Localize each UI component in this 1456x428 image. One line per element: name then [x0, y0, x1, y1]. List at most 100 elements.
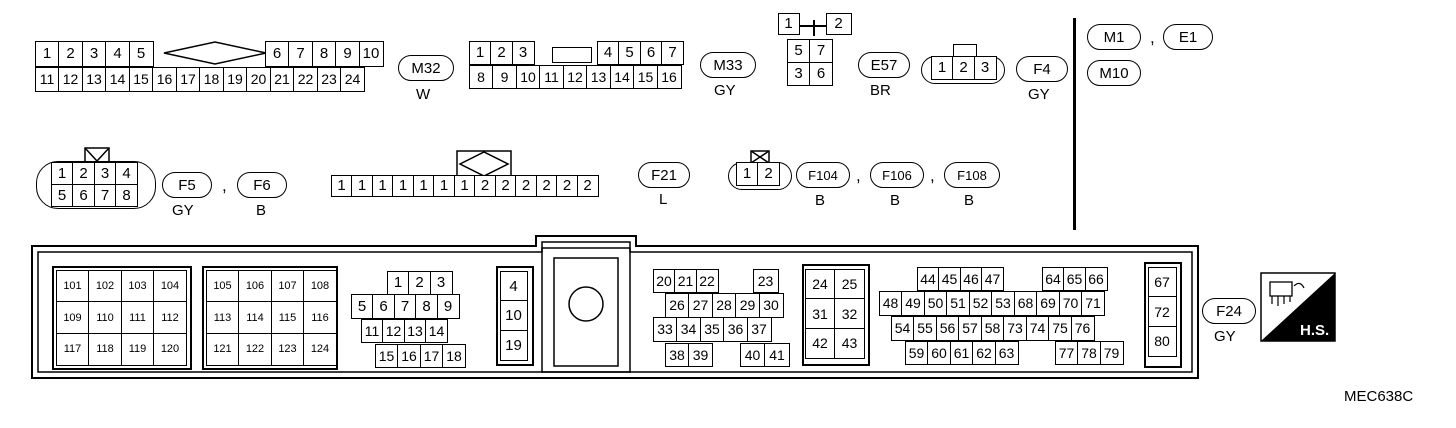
separator-comma: , [856, 166, 861, 185]
pin-cell: 2 [58, 40, 83, 67]
pin-cell: 1 [371, 174, 394, 197]
pin-cell: 8 [115, 183, 138, 207]
pin-cell: 5 [50, 183, 74, 207]
pin-cell: 55 [913, 315, 937, 341]
pin-cell: 109 [55, 301, 90, 334]
pin-cell: 108 [303, 269, 337, 303]
pin-cell: 7 [809, 38, 833, 63]
pin-cell: 101 [55, 269, 90, 303]
pin-cell: 71 [1081, 290, 1105, 316]
pin-cell: 29 [735, 292, 760, 318]
m32-label: M32 [398, 55, 454, 81]
m32-lock-tab [163, 41, 267, 65]
pin-cell: 9 [436, 293, 460, 319]
pin-cell: 1 [468, 40, 492, 65]
pin-cell: 112 [153, 301, 187, 334]
f21-lock-tab [456, 150, 512, 178]
pin-cell: 1 [386, 270, 410, 295]
pin-cell: 123 [270, 332, 305, 366]
pin-cell: 27 [688, 292, 713, 318]
pin-cell: 70 [1058, 290, 1083, 316]
pin-cell: 2 [535, 174, 558, 197]
pin-cell: 4 [596, 40, 620, 65]
pin-cell: 2 [494, 174, 517, 197]
pin-cell: 105 [205, 269, 240, 303]
f6-color: B [256, 202, 267, 219]
pin-cell: 18 [199, 66, 224, 92]
pin-row: 80 [1147, 325, 1177, 357]
pin-cell: 21 [674, 268, 697, 293]
pin-cell: 3 [511, 40, 535, 65]
pin-cell: 60 [927, 340, 951, 365]
pin-cell: 53 [991, 290, 1015, 316]
f21-label: F21 [638, 162, 690, 188]
pin-cell: 2 [72, 161, 95, 185]
pin-cell: 8 [311, 40, 337, 67]
pin-cell: 63 [994, 340, 1019, 365]
pin-cell: 78 [1077, 340, 1101, 365]
m33-label: M33 [700, 52, 756, 78]
pin-cell: 44 [916, 266, 940, 291]
hs-badge-text: H.S. [1300, 322, 1330, 339]
m32-color: W [416, 86, 431, 103]
pin-cell: 14 [105, 66, 130, 92]
f4-color: GY [1028, 86, 1050, 103]
ecm-block4-frame [496, 266, 534, 366]
pin-cell: 6 [639, 40, 663, 65]
pin-cell: 19 [222, 66, 248, 92]
pin-cell: 20 [246, 66, 271, 92]
pin-cell: 22 [695, 268, 719, 293]
pin-cell: 1 [412, 174, 435, 197]
pin-cell: 73 [1003, 315, 1027, 341]
separator-comma: , [222, 176, 227, 195]
pin-cell: 114 [238, 301, 272, 334]
pin-cell: 7 [661, 40, 684, 65]
pin-cell: 57 [958, 315, 982, 341]
pin-row: 67 [1147, 266, 1177, 298]
pin-cell: 38 [664, 342, 690, 367]
pin-cell: 24 [804, 268, 836, 300]
pin-cell: 28 [711, 292, 737, 318]
pin-cell: 12 [382, 318, 405, 343]
pin-cell: 16 [152, 66, 177, 92]
pin-cell: 2 [408, 270, 431, 295]
pin-cell: 2 [576, 174, 599, 197]
pin-cell: 34 [676, 316, 701, 342]
f6-label: F6 [237, 172, 287, 198]
pin-cell: 7 [288, 40, 313, 67]
pin-cell: 45 [938, 266, 961, 291]
pin-cell: 51 [946, 290, 970, 316]
pin-cell: 113 [205, 301, 240, 334]
pin-cell: 61 [949, 340, 974, 365]
pin-cell: 103 [120, 269, 155, 303]
pin-cell: 10 [515, 64, 541, 89]
m33-color: GY [714, 82, 736, 99]
f4-lock-tab [953, 44, 977, 58]
pin-cell: 36 [723, 316, 748, 342]
figure-code: MEC638C [1344, 388, 1414, 405]
pin-cell: 25 [834, 268, 865, 300]
pin-cell: 18 [442, 343, 466, 368]
pin-cell: 15 [633, 64, 658, 89]
